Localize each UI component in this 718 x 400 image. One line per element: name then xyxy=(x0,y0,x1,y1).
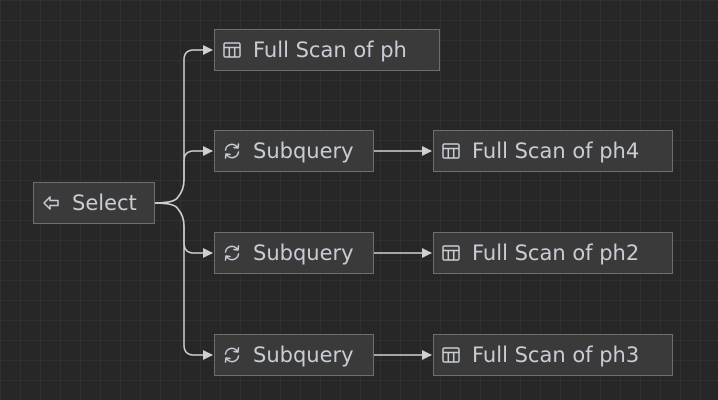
node-label: Full Scan of ph4 xyxy=(472,139,640,163)
node-full-scan-ph2[interactable]: Full Scan of ph2 xyxy=(433,232,673,274)
node-label: Subquery xyxy=(253,139,354,163)
table-icon xyxy=(440,242,462,264)
node-label: Full Scan of ph3 xyxy=(472,343,640,367)
node-subquery-1[interactable]: Subquery xyxy=(214,130,374,172)
node-subquery-2[interactable]: Subquery xyxy=(214,232,374,274)
edge-select-to-subquery-1 xyxy=(154,146,213,204)
edge-select-to-subquery-3 xyxy=(154,202,213,360)
refresh-icon xyxy=(221,140,243,162)
node-full-scan-ph[interactable]: Full Scan of ph xyxy=(214,29,440,71)
refresh-icon xyxy=(221,242,243,264)
refresh-icon xyxy=(221,344,243,366)
node-label: Full Scan of ph2 xyxy=(472,241,640,265)
arrow-left-icon xyxy=(40,192,62,214)
table-icon xyxy=(221,39,243,61)
table-icon xyxy=(440,140,462,162)
node-full-scan-ph3[interactable]: Full Scan of ph3 xyxy=(433,334,673,376)
table-icon xyxy=(440,344,462,366)
node-full-scan-ph4[interactable]: Full Scan of ph4 xyxy=(433,130,673,172)
node-label: Subquery xyxy=(253,343,354,367)
node-label: Select xyxy=(72,191,137,215)
node-subquery-3[interactable]: Subquery xyxy=(214,334,374,376)
node-select[interactable]: Select xyxy=(33,182,155,224)
node-label: Full Scan of ph xyxy=(253,38,407,62)
node-label: Subquery xyxy=(253,241,354,265)
